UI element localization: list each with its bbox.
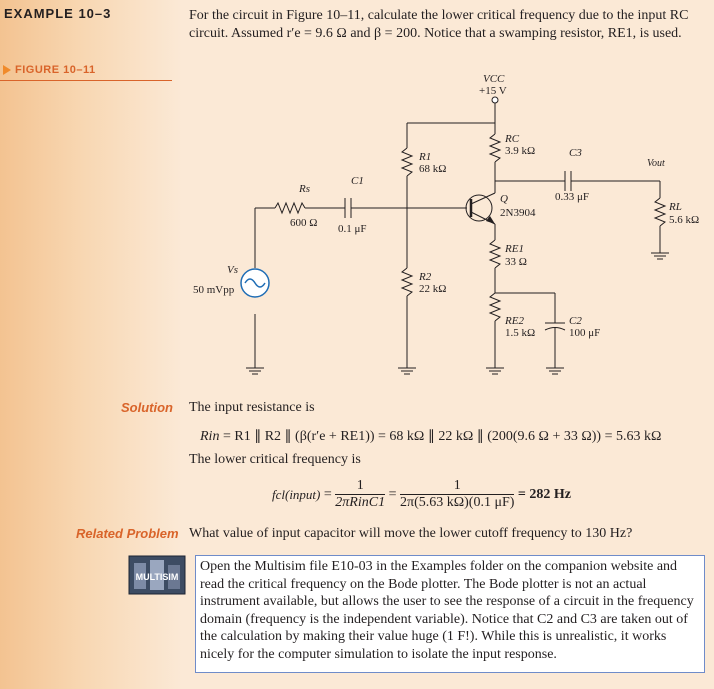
vs-label: Vs xyxy=(227,264,238,276)
rs-value: 600 Ω xyxy=(290,217,317,229)
intro-text: For the circuit in Figure 10–11, calcula… xyxy=(189,8,689,41)
vcc-label: VCC xyxy=(483,73,505,85)
re1-label: RE1 xyxy=(504,243,524,255)
vs-value: 50 mVpp xyxy=(193,284,235,296)
circuit-diagram: VCC +15 V RC 3.9 kΩ R1 68 kΩ C3 0.33 μF … xyxy=(193,73,699,375)
multisim-logo-icon: MULTISIM xyxy=(128,555,186,595)
c1-label: C1 xyxy=(351,175,364,187)
c1-value: 0.1 μF xyxy=(338,223,367,235)
re1-value: 33 Ω xyxy=(505,256,527,268)
frac1-den: 2πRinC1 xyxy=(335,495,386,510)
multisim-logo-text: MULTISIM xyxy=(136,572,179,582)
c3-label: C3 xyxy=(569,147,582,159)
rl-label: RL xyxy=(668,201,682,213)
rl-value: 5.6 kΩ xyxy=(669,214,699,226)
multisim-note-text: Open the Multisim file E10-03 in the Exa… xyxy=(200,559,694,662)
r2-label: R2 xyxy=(418,271,432,283)
frac1-num: 1 xyxy=(335,478,386,495)
frac2-num: 1 xyxy=(400,478,515,495)
multisim-note-box: Open the Multisim file E10-03 in the Exa… xyxy=(195,555,705,673)
c2-label: C2 xyxy=(569,315,582,327)
r1-label: R1 xyxy=(418,151,431,163)
solution-line2: The lower critical frequency is xyxy=(189,452,361,467)
fc-equation: fcl(input) = 1 2πRinC1 = 1 2π(5.63 kΩ)(0… xyxy=(272,478,572,511)
vcc-value: +15 V xyxy=(479,85,507,97)
r1-value: 68 kΩ xyxy=(419,163,446,175)
solution-line1: The input resistance is xyxy=(189,400,315,415)
rc-value: 3.9 kΩ xyxy=(505,145,535,157)
re2-value: 1.5 kΩ xyxy=(505,327,535,339)
c2-value: 100 μF xyxy=(569,327,600,339)
arrow-icon xyxy=(3,65,11,76)
related-problem-label: Related Problem xyxy=(76,526,179,541)
fraction-2: 1 2π(5.63 kΩ)(0.1 μF) xyxy=(400,478,515,511)
fc-result: = 282 Hz xyxy=(517,486,572,502)
q-part: 2N3904 xyxy=(500,207,536,219)
solution-label: Solution xyxy=(121,400,173,415)
rc-label: RC xyxy=(504,133,520,145)
rin-equation: Rin = R1 ∥ R2 ∥ (β(r′e + RE1)) = 68 kΩ ∥… xyxy=(200,429,662,444)
vout-label: Vout xyxy=(647,158,665,169)
example-label: EXAMPLE 10–3 xyxy=(4,6,112,21)
figure-label: FIGURE 10–11 xyxy=(3,64,96,76)
rin-lhs: Rin xyxy=(200,429,220,444)
figure-label-text: FIGURE 10–11 xyxy=(15,64,96,76)
rin-expression: R1 ∥ R2 ∥ (β(r′e + RE1)) = 68 kΩ ∥ 22 kΩ… xyxy=(234,429,662,444)
fc-lhs: fcl(input) xyxy=(272,486,321,502)
fraction-1: 1 2πRinC1 xyxy=(335,478,386,511)
related-problem-text: What value of input capacitor will move … xyxy=(189,526,633,541)
frac2-den: 2π(5.63 kΩ)(0.1 μF) xyxy=(400,495,515,510)
c3-value: 0.33 μF xyxy=(555,191,589,203)
q-label: Q xyxy=(500,193,508,205)
figure-divider xyxy=(0,80,172,81)
rs-label: Rs xyxy=(298,183,310,195)
re2-label: RE2 xyxy=(504,315,524,327)
r2-value: 22 kΩ xyxy=(419,283,446,295)
